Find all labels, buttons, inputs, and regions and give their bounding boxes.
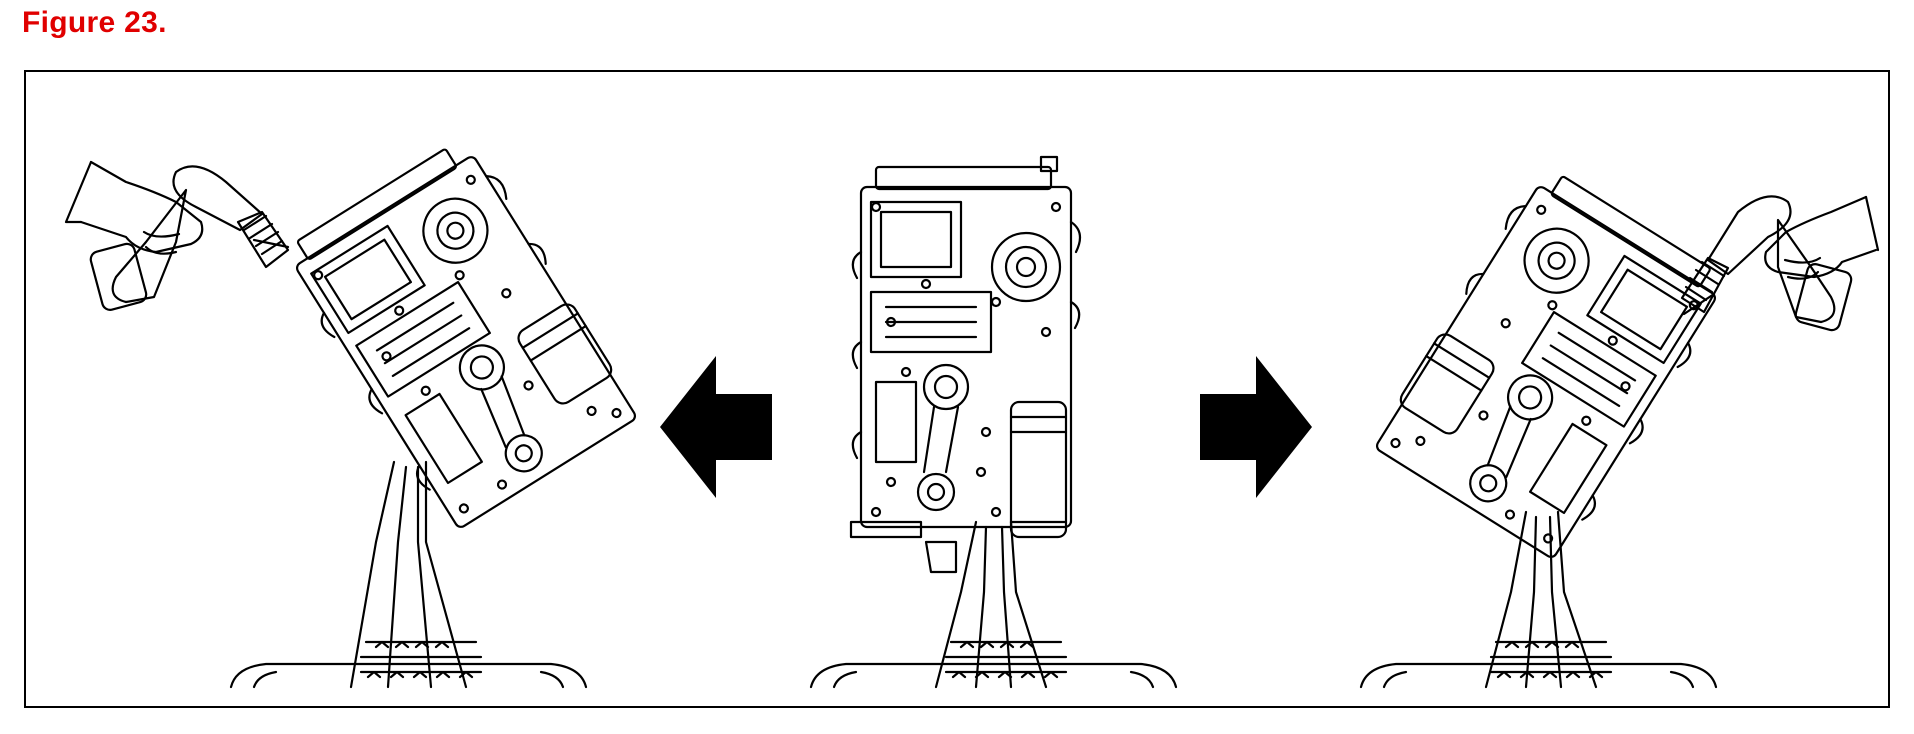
engine-stand: [1359, 510, 1718, 689]
right-arrow: [1196, 352, 1316, 507]
engine-panel-left: [26, 72, 646, 706]
engine-block-center: [849, 155, 1082, 574]
illustration-frame: [24, 70, 1890, 708]
engine-panel-center: [806, 72, 1186, 706]
engine-panel-right: [1326, 72, 1886, 706]
engine-block-right: [1375, 175, 1717, 558]
hand-left: [64, 160, 204, 255]
figure-title: Figure 23.: [22, 6, 167, 39]
power-drill-left: [89, 165, 290, 311]
hand-right: [1764, 195, 1880, 280]
engine-stand: [809, 520, 1178, 689]
left-arrow: [656, 352, 776, 507]
engine-stand: [229, 460, 588, 689]
engine-block-left: [295, 148, 637, 528]
power-drill-right: [1680, 195, 1853, 332]
